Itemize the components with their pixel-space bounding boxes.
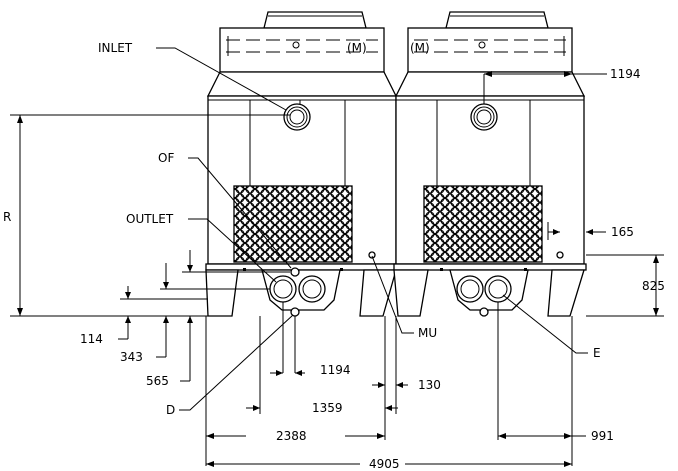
- dim-825: 825: [642, 279, 665, 293]
- dim-130: 130: [418, 378, 441, 392]
- label-makeup: MU: [418, 326, 437, 340]
- dim-565: 565: [146, 374, 169, 388]
- dim-991: 991: [591, 429, 614, 443]
- dim-114: 114: [80, 332, 103, 346]
- motor-icon: (M): [347, 41, 367, 55]
- callout-leaders: [156, 47, 588, 411]
- right-tower: (M): [393, 11, 587, 317]
- label-outlet: OUTLET: [126, 212, 174, 226]
- dim-343: 343: [120, 350, 143, 364]
- dim-4905: 4905: [369, 457, 400, 471]
- left-tower: (M): [205, 11, 399, 317]
- label-height-r: R: [3, 210, 11, 224]
- dim-1194-top: 1194: [610, 67, 641, 81]
- dim-2388: 2388: [276, 429, 307, 443]
- labels: INLET OF OUTLET R MU D E 1194 165 825 11…: [3, 41, 665, 471]
- dim-165: 165: [611, 225, 634, 239]
- dim-1359: 1359: [312, 401, 343, 415]
- motor-icon: (M): [410, 41, 430, 55]
- label-equalizer: E: [593, 346, 601, 360]
- label-inlet: INLET: [98, 41, 133, 55]
- label-drain: D: [166, 403, 175, 417]
- label-overflow: OF: [158, 151, 174, 165]
- dimension-lines: [10, 71, 664, 467]
- dim-1194-bottom: 1194: [320, 363, 351, 377]
